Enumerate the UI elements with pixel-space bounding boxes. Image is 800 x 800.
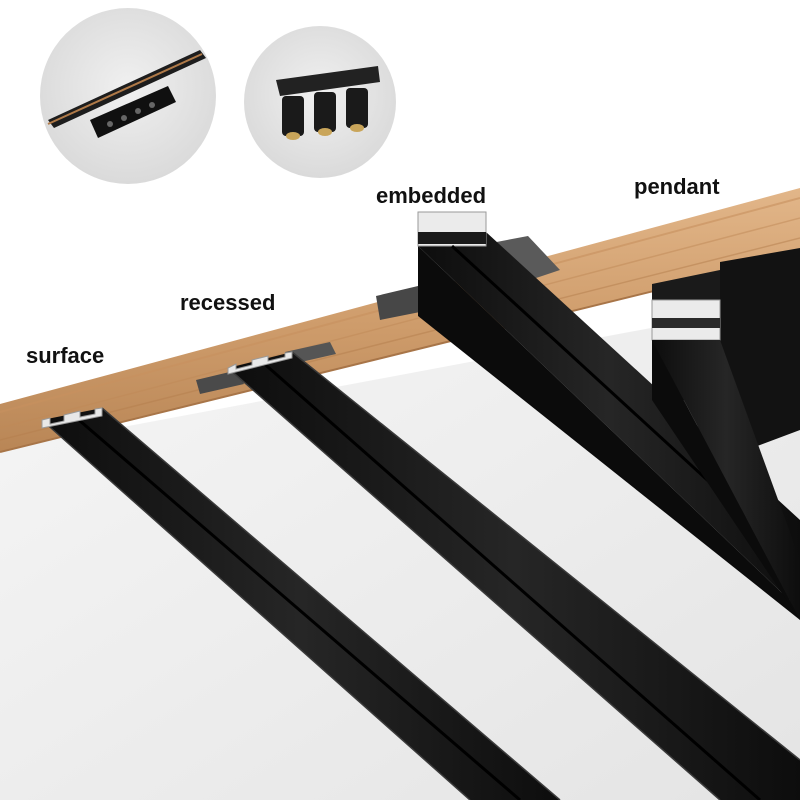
recessed-wing-left — [196, 370, 244, 394]
label-pendant: pendant — [634, 174, 720, 199]
embedded-rail — [376, 211, 800, 620]
surface-rail — [41, 407, 561, 800]
label-surface: surface — [26, 343, 105, 368]
surface-profile-end — [41, 407, 103, 429]
pendant-rail — [651, 248, 800, 620]
recessed-rail — [196, 342, 800, 800]
track-spotlight-inset — [40, 8, 216, 184]
label-recessed: recessed — [180, 290, 276, 315]
embedded-wing-left — [376, 286, 420, 320]
triple-spotlight-inset — [244, 26, 396, 178]
label-embedded: embedded — [376, 183, 487, 208]
recessed-profile-end — [227, 351, 293, 375]
